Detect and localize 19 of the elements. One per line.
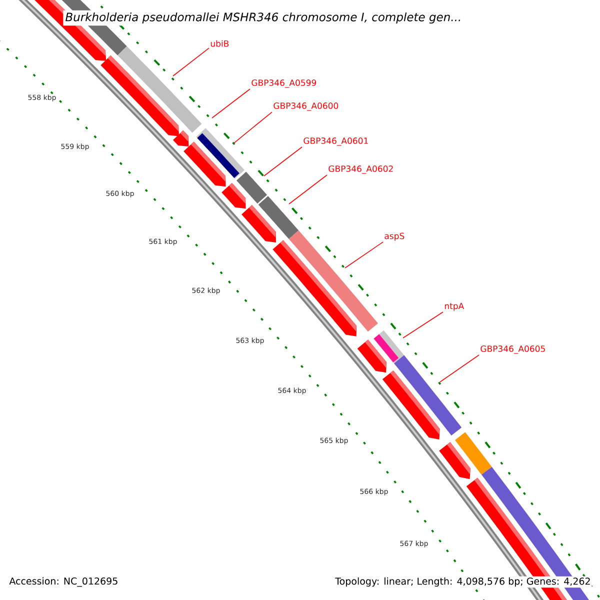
- gene-label: ubiB: [210, 40, 229, 47]
- leader-line: [234, 112, 272, 144]
- gene-label: GBP346_A0601: [304, 138, 368, 146]
- gene-label: GBP346_A0600: [274, 102, 338, 111]
- leader-line: [344, 242, 384, 268]
- title: Burkholderia pseudomallei MSHR346 chromosome I, complete gen...: [63, 10, 464, 26]
- gene-label: ntpA: [444, 302, 464, 311]
- gene-label: aspS: [384, 232, 404, 241]
- leader-line: [288, 174, 328, 204]
- gene-label: GBP346_A0602: [328, 166, 393, 174]
- summary-text: Topology: linear; Length: 4,098,576 bp; Genes: 4,262: [334, 576, 592, 588]
- gene-label: GBP346_A0599: [252, 80, 316, 88]
- leader-line: [440, 354, 480, 382]
- gene-label: GBP346_A0605: [480, 346, 545, 354]
- leader-line: [172, 48, 210, 76]
- leader-line: [402, 312, 444, 338]
- accession-text: Accession: NC_012695: [8, 576, 120, 588]
- leader-line: [264, 146, 302, 176]
- leader-line: [212, 88, 250, 118]
